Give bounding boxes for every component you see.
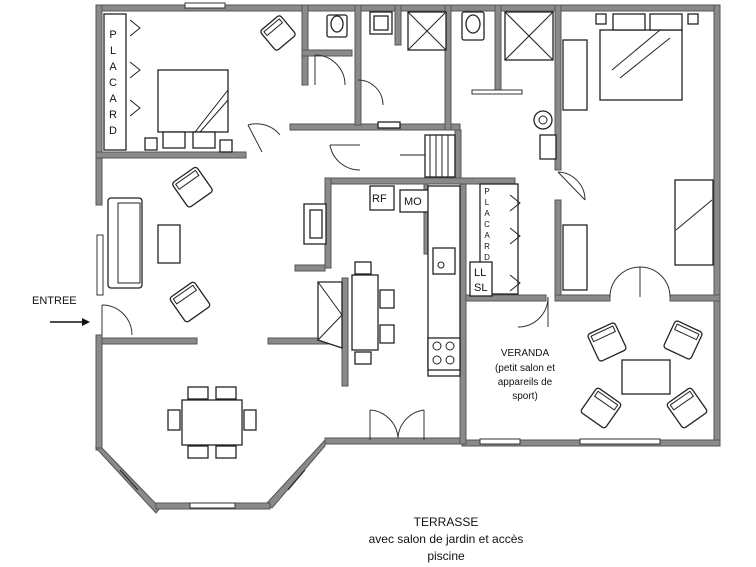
armchair-bedroom-1 (260, 15, 296, 51)
single-bed (674, 179, 714, 266)
label-text: TERRASSE (414, 515, 479, 529)
windows (96, 2, 661, 509)
label-text: sport) (512, 391, 538, 402)
label-text: piscine (427, 549, 465, 563)
fireplace (317, 281, 343, 349)
label-text: L (485, 198, 490, 207)
mo-label: MO (404, 196, 422, 208)
armchair-2 (169, 281, 211, 323)
terrasse-label: TERRASSE avec salon de jardin et accès p… (369, 515, 524, 563)
wardrobe-bedroom-3 (562, 224, 588, 291)
veranda-label: VERANDA (petit salon et appareils de spo… (495, 348, 555, 402)
fridge (369, 185, 395, 211)
sink (432, 247, 456, 275)
washer-dryer (469, 261, 493, 297)
kitchen (351, 185, 493, 440)
veranda-armchair-4 (666, 387, 708, 429)
label-text: (petit salon et (495, 363, 555, 374)
label-text: C (109, 77, 117, 89)
veranda (517, 296, 708, 429)
label-text: A (109, 61, 117, 73)
living-room (101, 166, 343, 459)
armchair-1 (172, 166, 213, 208)
label-text: P (484, 187, 489, 196)
veranda-armchair-2 (663, 320, 703, 360)
bathroom-2 (461, 11, 557, 160)
label-text: D (109, 125, 117, 137)
rf-label: RF (372, 193, 387, 205)
label-text: R (484, 242, 490, 251)
labels: P L A C A R D P L A C A R D ENTREE RF MO… (32, 29, 555, 563)
dining-table (181, 399, 243, 446)
label-text: appareils de (498, 377, 553, 388)
label-text: VERANDA (501, 348, 550, 359)
veranda-armchair-3 (580, 387, 622, 429)
bedroom-1 (103, 13, 296, 153)
bedroom-2 (557, 13, 714, 298)
entree-label: ENTREE (32, 295, 77, 307)
bathroom-1 (314, 11, 447, 129)
wardrobe-bedroom-2 (562, 39, 588, 111)
placard-closet-1 (103, 13, 127, 151)
double-bed-1 (157, 69, 229, 133)
label-text: avec salon de jardin et accès (369, 532, 524, 546)
label-text: R (109, 109, 117, 121)
label-text: A (484, 231, 490, 240)
label-text: A (484, 209, 490, 218)
placard-label-2: P L A C A R D (484, 187, 490, 262)
label-text: D (484, 253, 490, 262)
hallway-stair (329, 134, 521, 295)
label-text: P (109, 29, 116, 41)
entrance-arrow (50, 318, 90, 326)
double-bed-2 (599, 29, 683, 101)
ll-label: LL (474, 267, 486, 279)
veranda-table (621, 359, 671, 395)
label-text: A (109, 93, 117, 105)
kitchen-table (351, 274, 379, 351)
cooktop (427, 337, 461, 371)
veranda-armchair-1 (587, 322, 627, 362)
coffee-table (157, 224, 181, 264)
sofa (107, 197, 143, 289)
placard-label-1: P L A C A R D (109, 29, 117, 137)
label-text: C (484, 220, 490, 229)
sl-label: SL (474, 282, 487, 294)
label-text: L (110, 45, 116, 57)
